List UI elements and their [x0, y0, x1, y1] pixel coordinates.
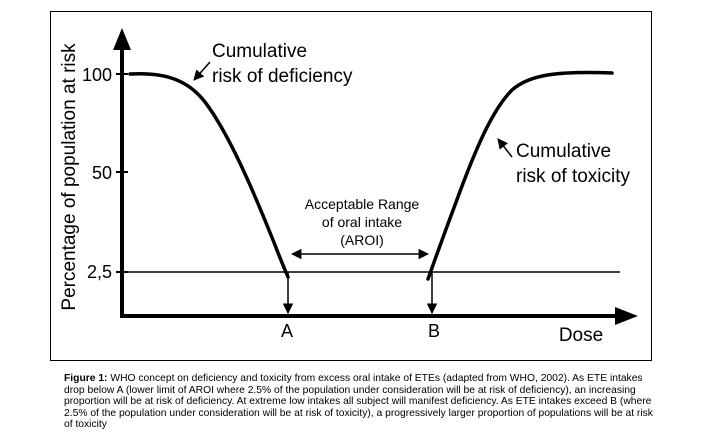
aroi-label-line-3: (AROI)	[340, 232, 384, 248]
marker-a-label: A	[281, 321, 293, 341]
toxicity-label-line-2: risk of toxicity	[516, 166, 631, 187]
x-axis-arrowhead	[615, 307, 638, 325]
x-axis-label: Dose	[559, 325, 603, 346]
toxicity-curve	[426, 70, 614, 281]
caption-text: WHO concept on deficiency and toxicity f…	[64, 373, 653, 431]
y-axis-arrowhead	[113, 28, 131, 50]
deficiency-curve	[128, 71, 290, 279]
toxicity-label-line-1: Cumulative	[516, 141, 611, 162]
figure-caption: Figure 1: WHO concept on deficiency and …	[64, 373, 654, 431]
y-tick-label-2-5: 2,5	[87, 262, 112, 282]
y-tick-label-50: 50	[92, 163, 112, 183]
deficiency-label-pointer	[193, 61, 211, 81]
y-tick-label-100: 100	[82, 65, 112, 85]
aroi-label-line-2: of oral intake	[322, 214, 402, 230]
toxicity-label-pointer	[497, 138, 513, 158]
marker-b-label: B	[428, 321, 440, 341]
y-axis-label: Percentage of population at risk	[59, 43, 80, 311]
deficiency-label-line-1: Cumulative	[212, 41, 307, 62]
figure-frame	[50, 11, 652, 361]
aroi-label-line-1: Acceptable Range	[305, 196, 420, 212]
deficiency-label-line-2: risk of deficiency	[212, 66, 353, 87]
caption-heading: Figure 1:	[64, 373, 108, 384]
